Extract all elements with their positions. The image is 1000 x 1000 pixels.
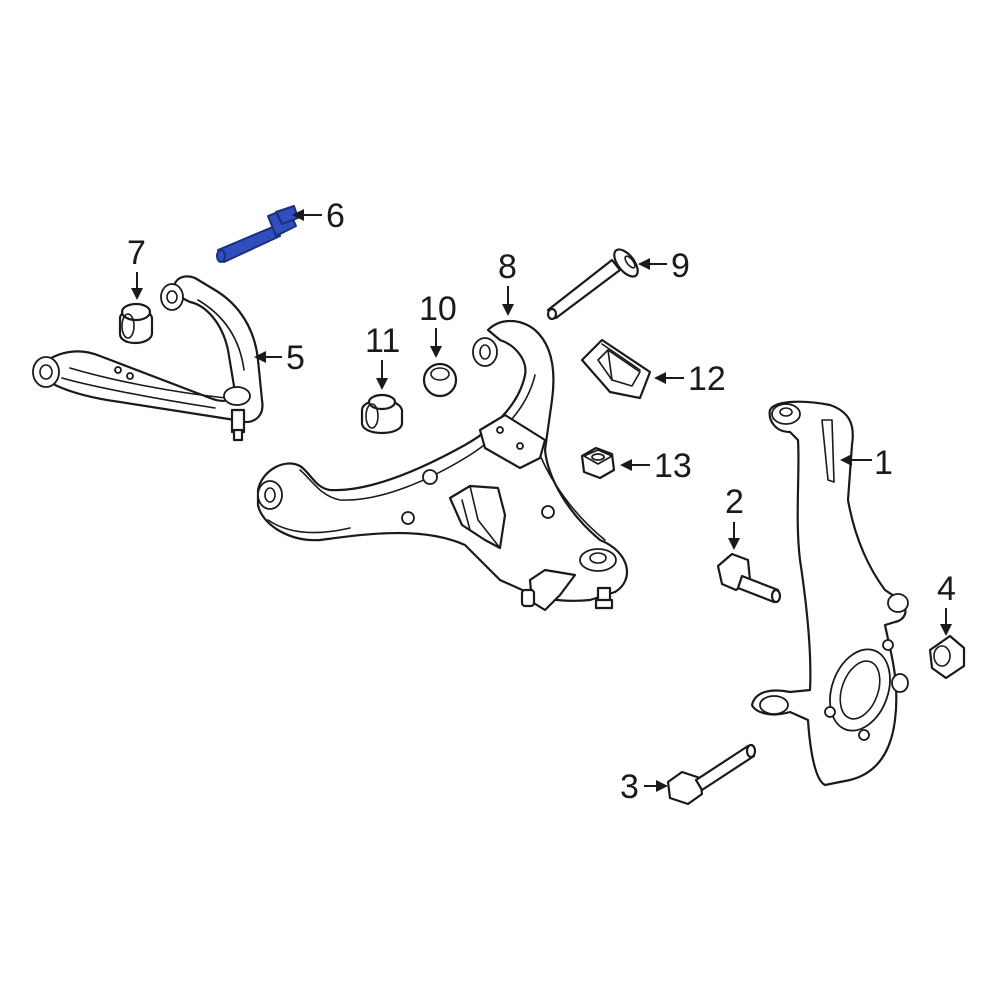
- bolt-6-highlighted[interactable]: [216, 205, 299, 263]
- nut-13[interactable]: [580, 446, 616, 480]
- callout-7: 7: [127, 234, 146, 272]
- nut-4[interactable]: [928, 634, 966, 680]
- callout-13: 13: [654, 447, 692, 485]
- callout-8: 8: [498, 248, 517, 286]
- bushing-11[interactable]: [360, 393, 404, 435]
- callout-6: 6: [326, 197, 345, 235]
- callout-9: 9: [671, 247, 690, 285]
- callout-4: 4: [937, 570, 956, 608]
- callout-2: 2: [725, 483, 744, 521]
- dust-boot-12[interactable]: [580, 338, 652, 400]
- bushing-7[interactable]: [118, 302, 154, 345]
- callout-1: 1: [874, 444, 893, 482]
- lower-control-arm[interactable]: [256, 319, 629, 612]
- callout-12: 12: [688, 360, 726, 398]
- washer-10[interactable]: [422, 362, 458, 398]
- callout-5: 5: [286, 339, 305, 377]
- callout-3: 3: [620, 768, 639, 806]
- callout-10: 10: [419, 290, 457, 328]
- upper-control-arm[interactable]: [32, 275, 264, 442]
- bolt-9[interactable]: [546, 245, 642, 321]
- steering-knuckle[interactable]: [750, 400, 909, 787]
- bolt-3[interactable]: [666, 743, 757, 806]
- bolt-2[interactable]: [716, 552, 782, 604]
- callout-11: 11: [365, 322, 400, 360]
